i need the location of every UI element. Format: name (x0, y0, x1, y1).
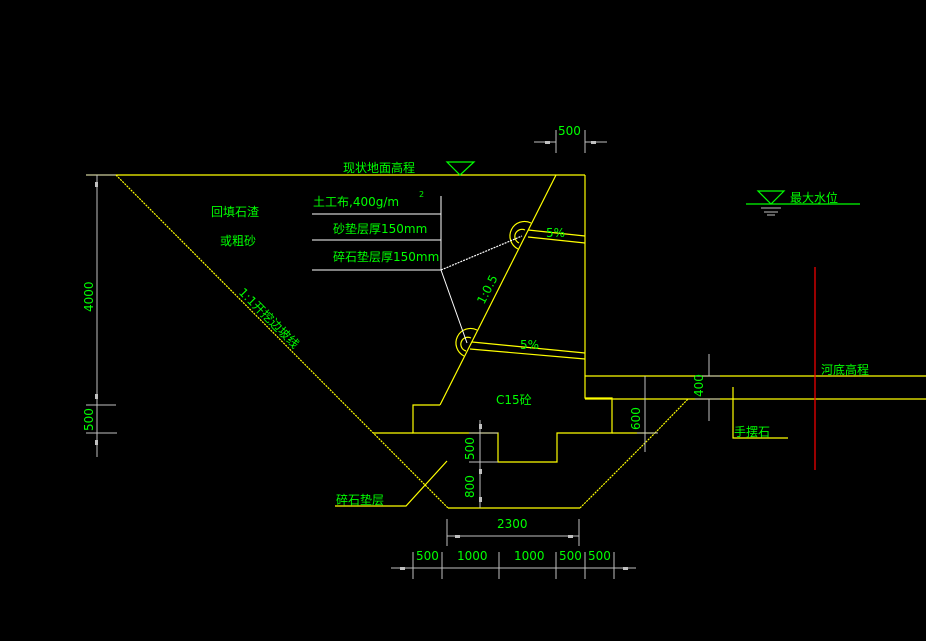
base-width-dim: 2300 (497, 517, 528, 531)
dim-tick (95, 394, 98, 399)
top-offset-dim: 500 (558, 124, 581, 138)
gravel-cushion-leader (335, 460, 448, 507)
chain-dim-5: 500 (588, 549, 611, 563)
geotextile-label: 土工布,400g/m (313, 195, 399, 209)
excavation-slope-label: 1:1开挖边坡线 (236, 285, 303, 352)
wall-front-slope (439, 174, 557, 406)
sand-layer-label: 砂垫层厚150mm (333, 221, 427, 236)
foundation-depth-dim: 500 (82, 408, 96, 431)
step-height-dim: 500 (463, 437, 477, 460)
drain-slope-upper: 5% (546, 226, 565, 240)
dim-tick (479, 424, 482, 429)
base-height-dim: 800 (463, 475, 477, 498)
dim-tick (568, 535, 573, 538)
drain-outlet-lower-arc-inner (460, 336, 472, 352)
dim-tick (591, 141, 596, 144)
gravel-cushion-label: 碎石垫层 (336, 492, 384, 507)
drain-pipe-upper-top (527, 229, 586, 237)
dim-tick (455, 535, 460, 538)
drain-pipe-upper-bottom (527, 236, 586, 244)
chain-dim-1: 500 (416, 549, 439, 563)
wall-slope-label: 1:0.5 (474, 273, 500, 307)
dim-tick (623, 567, 628, 570)
dim-tick (479, 469, 482, 474)
riprap-thickness-dim: 400 (692, 374, 706, 397)
concrete-label: C15砼 (496, 393, 532, 407)
riprap-slope-line (654, 398, 689, 434)
leader-to-lower-drain (440, 269, 468, 344)
backfill-label-2: 或粗砂 (220, 234, 256, 248)
dim-tick (95, 182, 98, 187)
chain-dim-3: 1000 (514, 549, 545, 563)
drain-outlet-upper-arc (509, 220, 532, 250)
drain-pipe-lower-bottom (469, 348, 586, 360)
gravel-layer-label: 碎石垫层厚150mm (333, 249, 439, 264)
wall-back-face (412, 175, 613, 463)
max-water-level-label: 最大水位 (790, 190, 838, 205)
dim-tick (545, 141, 550, 144)
dim-tick (400, 567, 405, 570)
toe-height-dim: 600 (629, 407, 643, 430)
ground-level-label: 现状地面高程 (343, 160, 415, 175)
wall-height-dim: 4000 (82, 281, 96, 312)
geotextile-superscript: 2 (419, 190, 424, 199)
dim-tick (95, 440, 98, 445)
ground-level-marker-icon (445, 161, 476, 176)
excavation-slope-line (115, 174, 449, 509)
backfill-label-1: 回填石渣 (211, 205, 259, 219)
riverbed-level-label: 河底高程 (821, 362, 869, 377)
drain-slope-lower: 5% (520, 338, 539, 352)
drain-outlet-upper-arc-inner (514, 228, 526, 244)
drain-outlet-lower-arc (455, 327, 478, 357)
leader-to-upper-drain (440, 235, 523, 271)
water-level-marker-icon (756, 190, 786, 205)
drain-pipe-lower-top (471, 341, 586, 354)
chain-dim-2: 1000 (457, 549, 488, 563)
chain-dim-4: 500 (559, 549, 582, 563)
right-trench-slope (579, 432, 656, 509)
riprap-label: 手摆石 (734, 425, 770, 439)
dim-tick (479, 497, 482, 502)
riprap-leader (732, 387, 788, 439)
